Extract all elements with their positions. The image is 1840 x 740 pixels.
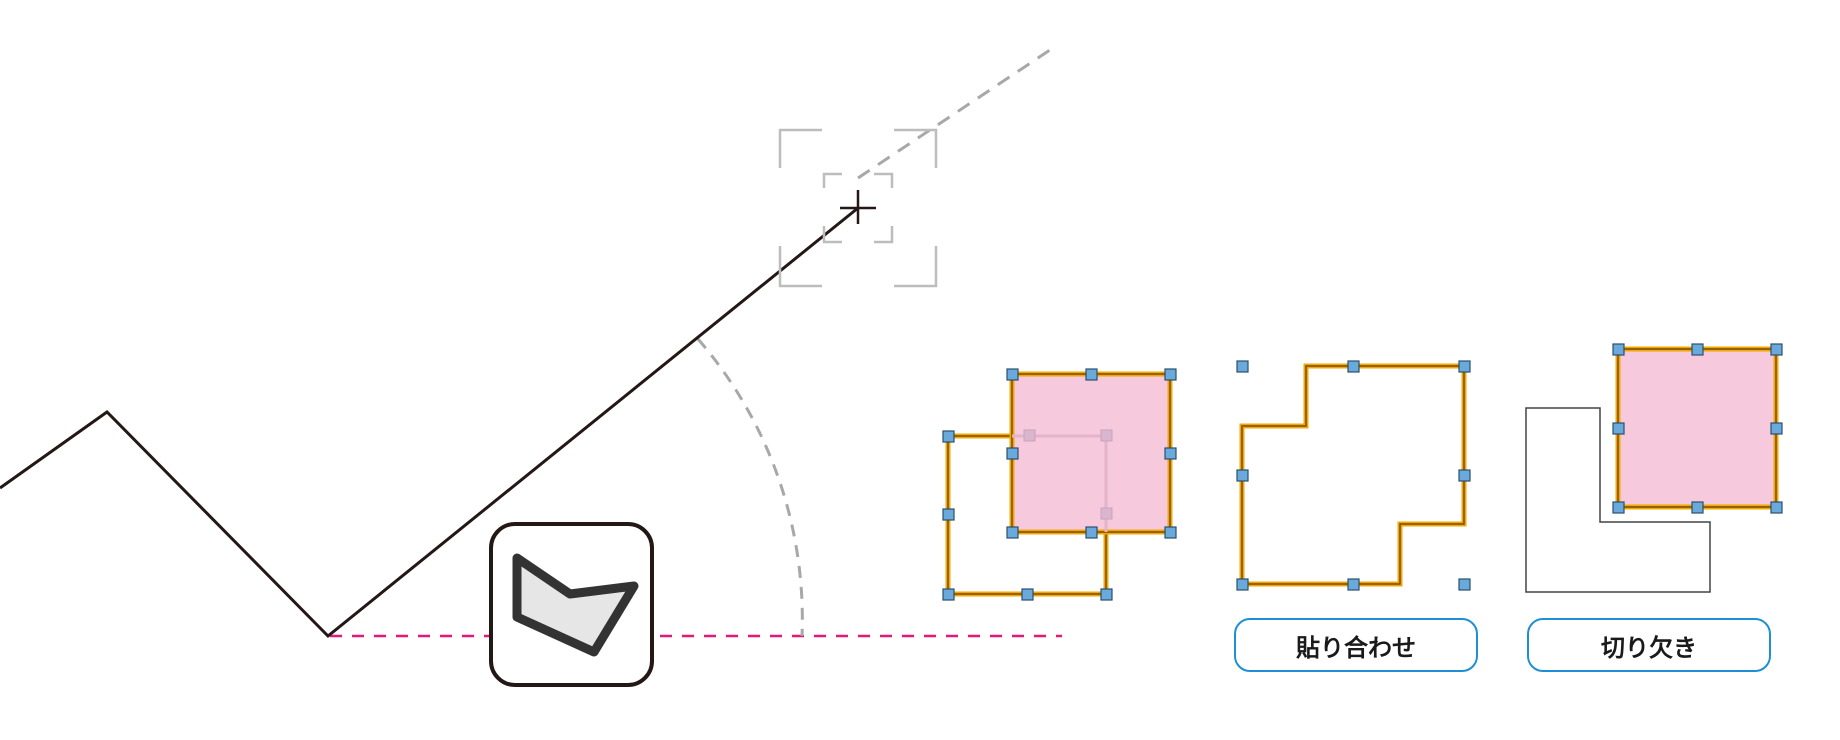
merged-shape-example <box>1236 360 1471 591</box>
snap-target-outer <box>778 128 938 288</box>
selection-handles-back[interactable] <box>942 430 1113 601</box>
crosshair-icon <box>840 190 876 224</box>
cutout-shape-example <box>1525 343 1783 593</box>
cutter-rectangle-pink <box>1615 346 1779 510</box>
selection-handles-cutter[interactable] <box>1612 343 1783 514</box>
selection-handles-merged[interactable] <box>1236 360 1471 591</box>
snap-target-inner <box>822 172 894 244</box>
angle-arc <box>696 338 804 637</box>
cutout-button[interactable]: 切り欠き <box>1527 618 1771 672</box>
selection-handles-front[interactable] <box>1006 368 1177 539</box>
paste-merge-button[interactable]: 貼り合わせ <box>1234 618 1478 672</box>
front-rectangle-pink <box>1009 371 1173 535</box>
overlap-example <box>942 368 1177 601</box>
cutout-polygon <box>1525 407 1711 593</box>
extension-guide-line <box>857 44 1057 180</box>
drawn-polyline <box>0 206 859 639</box>
polygon-icon[interactable] <box>489 522 654 687</box>
merged-polygon <box>1239 363 1467 587</box>
